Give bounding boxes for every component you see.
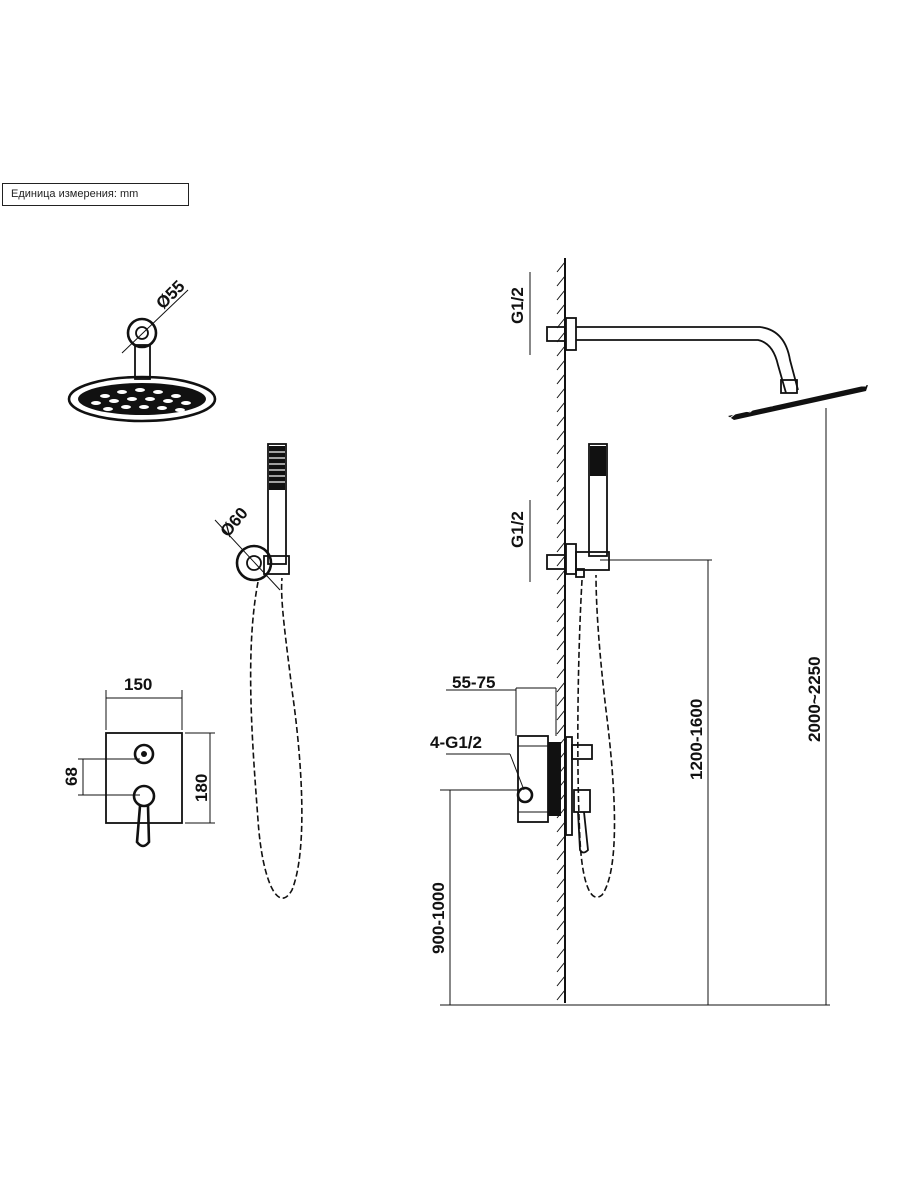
hand-diameter-label: Ø60 [217, 504, 252, 541]
wall-depth-label: 55-75 [452, 673, 495, 692]
shower-arm-side-view [529, 272, 868, 420]
handle-spacing-label: 68 [62, 767, 81, 786]
wall-section [556, 258, 566, 1003]
unit-note: Единица измерения: mm [2, 183, 189, 206]
shower-head-top-view [67, 289, 217, 423]
mid-thread-label: G1/2 [508, 511, 527, 548]
head-height-label: 2000~2250 [805, 656, 824, 742]
hand-shower-side-view [529, 443, 616, 898]
plate-width-label: 150 [124, 675, 152, 694]
hand-shower-front-view [214, 443, 303, 899]
hand-height-label: 1200-1600 [687, 699, 706, 780]
mixer-plate-front-view [78, 690, 215, 848]
height-dimensions [440, 408, 830, 1006]
plate-height-label: 180 [192, 774, 211, 802]
mixer-body-side-view [446, 687, 593, 854]
inlets-label: 4-G1/2 [430, 733, 482, 752]
mixer-height-label: 900-1000 [429, 882, 448, 954]
top-thread-label: G1/2 [508, 287, 527, 324]
head-diameter-label: Ø55 [152, 277, 188, 313]
